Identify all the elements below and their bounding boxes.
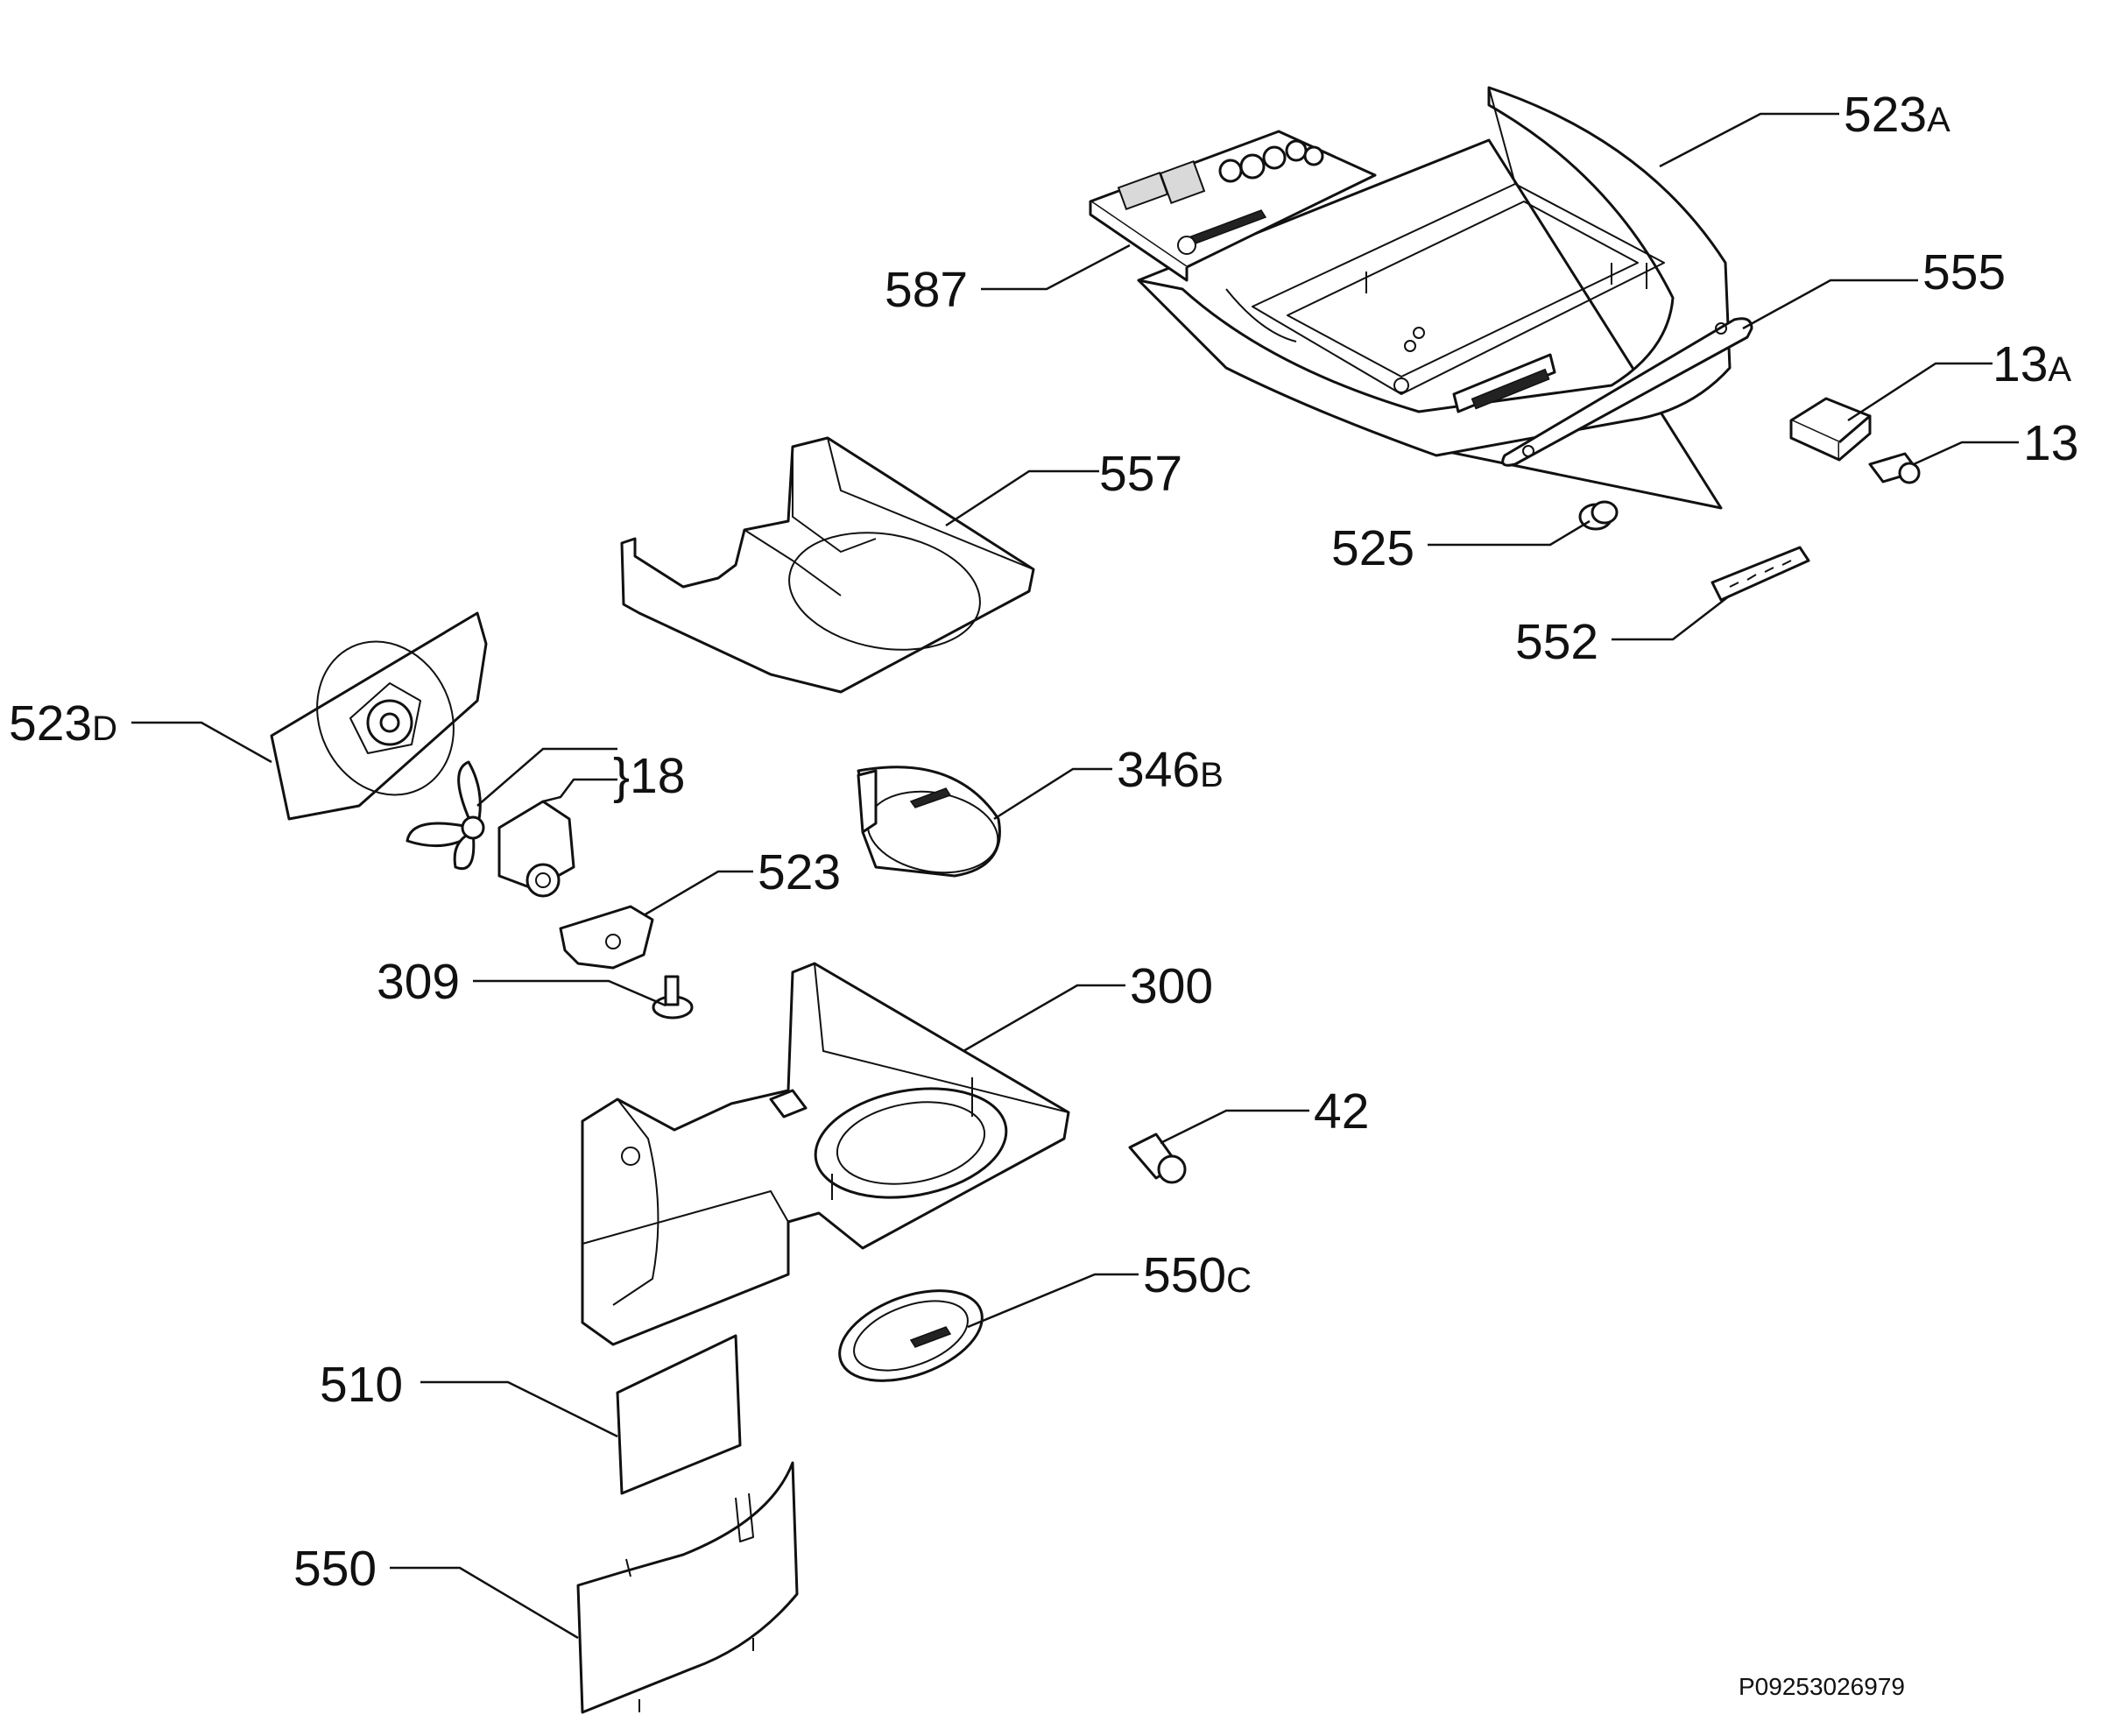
label-42: 42 (1314, 1083, 1369, 1140)
leader-18b (542, 778, 617, 803)
label-13a: 13A (1993, 336, 2071, 392)
leader-523 (643, 870, 753, 917)
part-13-button (1868, 452, 1921, 484)
leader-lines (131, 112, 2019, 1640)
part-labels: 523A 587 555 13A 13 557 525 552 523D }18… (9, 87, 2078, 1700)
leader-587 (981, 243, 1131, 291)
label-510: 510 (320, 1357, 403, 1413)
part-552-connector (1711, 546, 1810, 602)
label-523a: 523A (1844, 87, 1950, 143)
part-587-control-board (1089, 130, 1377, 282)
part-557-air-duct (620, 436, 1035, 694)
label-550c: 550C (1143, 1247, 1252, 1303)
leader-18a (476, 747, 617, 807)
leader-42 (1160, 1109, 1309, 1145)
leader-309 (473, 979, 667, 1007)
leader-13a (1847, 362, 1993, 422)
label-346b: 346B (1117, 742, 1224, 798)
part-300-lower-housing (581, 962, 1070, 1346)
label-587: 587 (885, 262, 968, 318)
leader-523d (131, 721, 272, 764)
leader-525 (1428, 519, 1591, 547)
label-300: 300 (1130, 958, 1213, 1014)
leader-550c (967, 1273, 1139, 1329)
leader-300 (963, 984, 1125, 1053)
part-550c-ring (838, 1289, 984, 1382)
label-550: 550 (293, 1541, 377, 1597)
label-525: 525 (1331, 520, 1414, 576)
leader-346b (993, 767, 1112, 821)
part-42-lamp (1128, 1133, 1187, 1184)
part-13a-switch (1789, 397, 1872, 462)
part-523-bracket (559, 905, 654, 970)
label-18: }18 (613, 748, 685, 804)
part-550-front-cover (576, 1461, 799, 1714)
part-346b-damper-cap (857, 766, 1001, 878)
label-523d: 523D (9, 695, 117, 752)
label-13: 13 (2023, 415, 2078, 471)
label-555: 555 (1922, 244, 2006, 300)
part-18-fan-motor (406, 760, 575, 898)
part-309-sensor (652, 975, 694, 1020)
leader-523a (1659, 112, 1839, 168)
leader-13 (1913, 441, 2019, 466)
part-523d-fan-shroud (270, 611, 488, 821)
part-525-knob (1578, 500, 1619, 531)
label-309: 309 (377, 954, 460, 1010)
leader-510 (420, 1380, 618, 1438)
label-523: 523 (758, 844, 841, 900)
leader-550 (390, 1566, 579, 1640)
label-552: 552 (1515, 614, 1598, 670)
label-557: 557 (1099, 446, 1182, 502)
leader-557 (945, 469, 1099, 527)
reference-code: P09253026979 (1739, 1673, 1905, 1700)
leader-555 (1742, 279, 1918, 330)
part-555-trim-strip (1501, 317, 1753, 467)
leader-552 (1612, 595, 1731, 641)
part-510-filter-pad (616, 1334, 742, 1495)
